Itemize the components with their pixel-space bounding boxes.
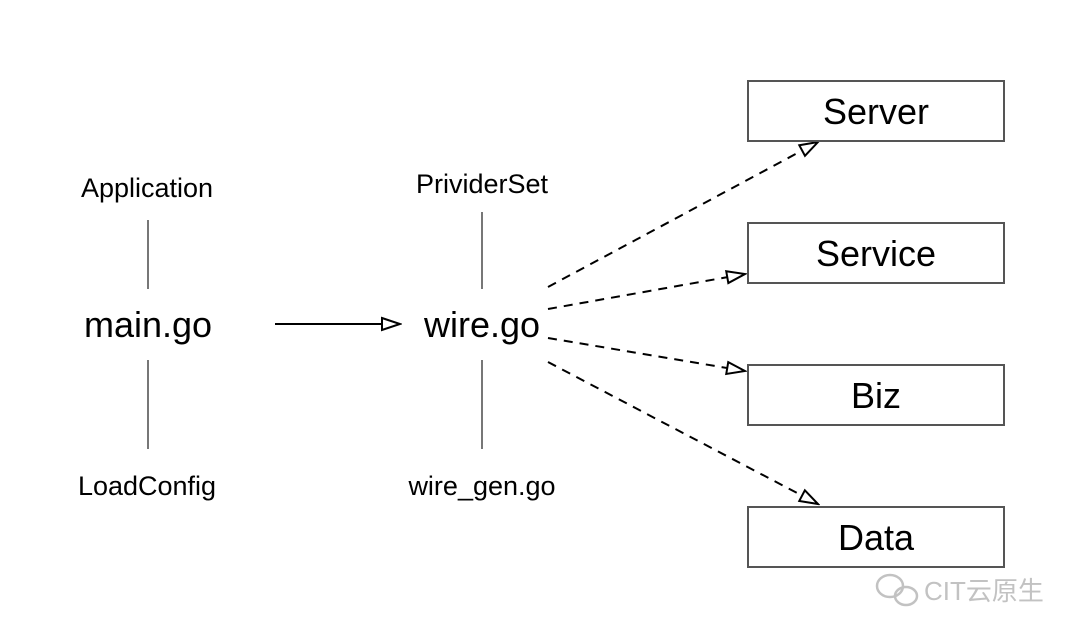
data-box: Data xyxy=(747,506,1005,568)
service-box-label: Service xyxy=(816,233,936,274)
server-box-label: Server xyxy=(823,91,929,132)
watermark: CIT云原生 xyxy=(875,573,1044,607)
wire-to-data-arrow xyxy=(547,361,818,504)
wire-gen-label: wire_gen.go xyxy=(407,471,555,501)
server-box: Server xyxy=(747,80,1005,142)
loadconfig-label: LoadConfig xyxy=(78,471,216,501)
service-box: Service xyxy=(747,222,1005,284)
providerset-label: PrividerSet xyxy=(416,169,549,199)
wechat-icon xyxy=(875,573,919,607)
main-go-label: main.go xyxy=(84,304,212,345)
biz-box: Biz xyxy=(747,364,1005,426)
wire-go-label: wire.go xyxy=(423,304,540,345)
wire-to-server-arrow xyxy=(547,142,818,288)
wire-to-biz-arrow xyxy=(547,337,745,371)
data-box-label: Data xyxy=(838,517,915,558)
biz-box-label: Biz xyxy=(851,375,901,416)
watermark-text: CIT云原生 xyxy=(924,576,1044,606)
application-label: Application xyxy=(81,173,213,203)
wire-to-service-arrow xyxy=(547,274,745,310)
